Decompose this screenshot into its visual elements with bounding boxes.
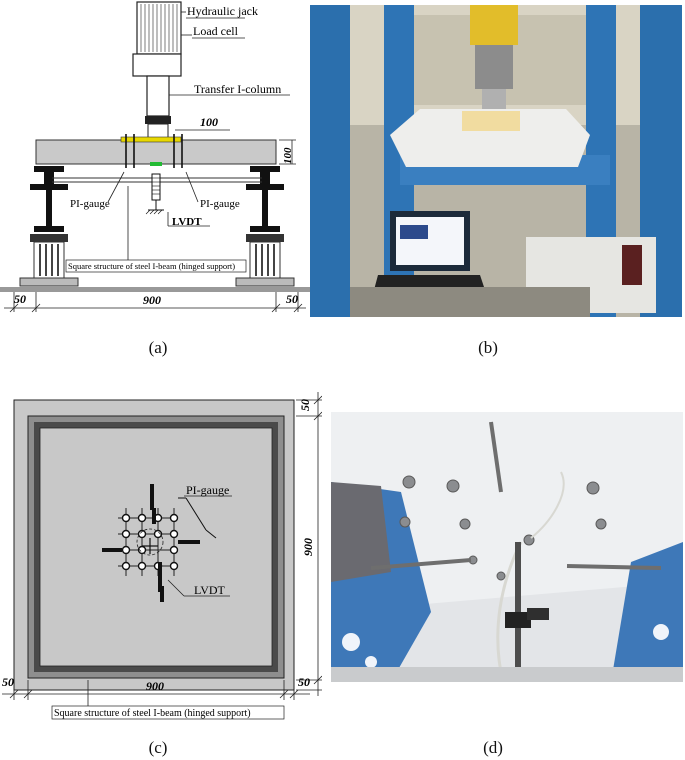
support-frame-inner bbox=[39, 427, 273, 667]
label-pi-gauge: PI-gauge bbox=[186, 483, 229, 497]
dimension-50-left: 50 bbox=[2, 675, 14, 689]
photo-slab-underside bbox=[331, 412, 683, 682]
label-pi-gauge-left: PI-gauge bbox=[70, 198, 110, 210]
loading-plate bbox=[120, 136, 182, 143]
dimension-100-side: 100 bbox=[282, 147, 294, 164]
caption-c: (c) bbox=[148, 738, 168, 757]
support-label-box bbox=[65, 259, 247, 273]
dimension-900-side: 900 bbox=[301, 538, 315, 556]
label-lvdt: LVDT bbox=[172, 216, 202, 228]
hinged-support-right bbox=[235, 234, 295, 287]
concrete-slab bbox=[35, 139, 277, 165]
sensor-points bbox=[121, 513, 179, 571]
label-transfer-column: Transfer I-column bbox=[194, 82, 281, 96]
pi-gauge-bars bbox=[102, 484, 200, 602]
panel-a-elevation: Hydraulic jack Load cell Transfer I-colu… bbox=[0, 0, 310, 320]
elevation-drawing: Hydraulic jack Load cell Transfer I-colu… bbox=[0, 1, 310, 313]
panel-c-plan: PI-gauge LVDT 50 900 50 900 50 Square st… bbox=[0, 390, 323, 725]
photo-test-setup bbox=[310, 5, 682, 317]
photo-slab-underside-drawing bbox=[331, 412, 683, 682]
dimension-50-top: 50 bbox=[298, 399, 312, 411]
dimension-50-left: 50 bbox=[14, 292, 26, 306]
load-cell bbox=[132, 53, 182, 77]
dimension-100-top: 100 bbox=[200, 115, 218, 129]
dimension-50-right: 50 bbox=[298, 675, 310, 689]
caption-a: (a) bbox=[148, 338, 168, 357]
plan-drawing: PI-gauge LVDT 50 900 50 900 50 Square st… bbox=[2, 392, 323, 720]
dimension-50-right: 50 bbox=[286, 292, 298, 306]
dimension-900: 900 bbox=[143, 293, 161, 307]
label-support: Square structure of steel I-beam (hinged… bbox=[68, 261, 235, 271]
support-label-box bbox=[51, 705, 285, 720]
label-pi-gauge-right: PI-gauge bbox=[200, 198, 240, 210]
hinged-support-left bbox=[19, 234, 79, 287]
steel-i-beam-right bbox=[246, 166, 284, 232]
label-support: Square structure of steel I-beam (hinged… bbox=[54, 708, 251, 719]
caption-b: (b) bbox=[478, 338, 498, 357]
photo-test-setup-drawing bbox=[310, 5, 682, 317]
hydraulic-jack bbox=[136, 1, 182, 55]
steel-i-beam-left bbox=[30, 166, 68, 232]
label-hydraulic-jack: Hydraulic jack bbox=[187, 4, 258, 18]
label-lvdt: LVDT bbox=[194, 583, 226, 597]
label-load-cell: Load cell bbox=[193, 24, 239, 38]
lvdt-sensor bbox=[145, 173, 164, 215]
dimension-900: 900 bbox=[146, 679, 164, 693]
transfer-column bbox=[145, 75, 171, 139]
caption-d: (d) bbox=[483, 738, 503, 757]
